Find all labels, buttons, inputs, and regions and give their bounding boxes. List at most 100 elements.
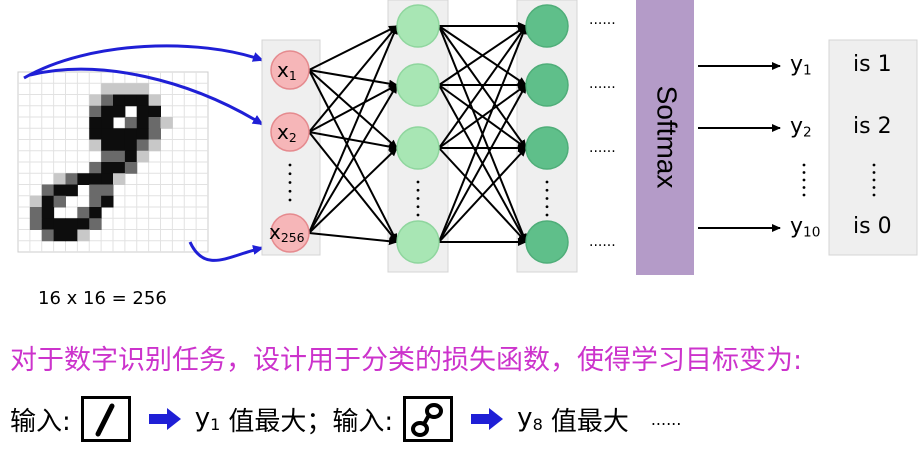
hidden2-node [525, 4, 569, 48]
ellipsis-dot [288, 163, 292, 167]
hidden2-node [525, 126, 569, 170]
connection-line [438, 84, 527, 243]
connection-line [308, 232, 398, 246]
digit-pixel [89, 128, 102, 140]
output-y2: y2 [790, 114, 812, 141]
ellipsis-dot [872, 163, 876, 167]
connection-line [438, 25, 527, 149]
digit-pixel [136, 117, 150, 129]
ellipsis-row-1: ...... [589, 12, 616, 28]
output-class-0: is 0 [853, 214, 892, 239]
digit-pixel [41, 229, 55, 242]
hidden1-node [396, 4, 440, 48]
ellipsis-dot [545, 213, 549, 217]
connection-line [308, 84, 398, 133]
right-arrow-icon [148, 408, 181, 430]
digit-pixel [101, 94, 114, 107]
connection-line [308, 84, 398, 234]
output-arrows [698, 62, 781, 232]
ellipsis-dot [802, 178, 806, 182]
connection-line [308, 69, 398, 243]
digit-pixel [101, 162, 114, 174]
digit-pixel [160, 117, 173, 129]
digit-pixel [29, 207, 43, 219]
digit-pixel [101, 195, 114, 208]
digit-pixel [124, 94, 138, 107]
ellipsis-dot [416, 213, 420, 217]
connection-line [438, 25, 527, 243]
connection-line [438, 84, 527, 149]
digit-pixel [89, 117, 102, 129]
example-max-text-2: 值最大 [550, 406, 629, 437]
digit-pixel [124, 139, 138, 152]
example-target-y1: y1 [194, 403, 221, 435]
digit-pixel [89, 173, 102, 185]
digit-8-image [17, 71, 209, 253]
ellipsis-row-3: ...... [589, 140, 616, 156]
input-node [270, 213, 310, 253]
ellipsis-row-4: ...... [589, 234, 616, 250]
ellipsis-dot [288, 181, 292, 184]
digit-pixel [113, 150, 126, 163]
ellipsis-dot [802, 171, 806, 174]
task-description: 对于数字识别任务，设计用于分类的损失函数，使得学习目标变为: [10, 345, 803, 376]
network-diagram: Softmax [17, 0, 918, 275]
digit-pixel [113, 173, 126, 185]
input-label-x256: x256 [269, 220, 305, 246]
digit-8-stroke [411, 403, 444, 437]
ellipsis-dot [545, 197, 549, 200]
digit-pixel [29, 218, 43, 230]
hidden1-node [396, 126, 440, 170]
ellipsis-dot [416, 197, 420, 200]
digit-pixel [65, 218, 78, 230]
digit-pixel [148, 128, 161, 140]
digit-pixel [124, 83, 138, 95]
digit-pixel [148, 117, 161, 129]
digit-pixel [89, 162, 102, 174]
digit-pixel [124, 117, 138, 129]
example-input-label-1: 输入: [10, 406, 71, 437]
output-class-2: is 2 [853, 114, 892, 139]
digit-pixel [136, 105, 150, 118]
digit-pixel [89, 139, 102, 152]
input-node [270, 50, 310, 90]
ellipsis-row-2: ...... [589, 76, 616, 92]
digit-pixel [148, 94, 161, 107]
digit-pixel [89, 184, 102, 197]
digit-pixel [89, 105, 102, 118]
digit-pixel [53, 229, 66, 242]
ellipsis-dot [545, 188, 549, 192]
network-nodes [270, 4, 569, 264]
digit-pixel [77, 229, 90, 242]
digit-pixel [124, 128, 138, 140]
output-class-1: is 1 [853, 52, 892, 77]
digit-pixel [77, 218, 90, 230]
digit-pixel [148, 105, 161, 118]
ellipsis-dot [802, 186, 806, 189]
example-trailing-ellipsis: ...... [650, 409, 682, 429]
digit-pixel [77, 207, 90, 219]
digit-pixel [136, 150, 150, 163]
input-label-x2: x2 [277, 120, 297, 146]
digit-pixel [53, 218, 66, 230]
digit-pixel [41, 184, 55, 197]
example-target-y8: y8 [517, 403, 543, 435]
hidden2-node [525, 220, 569, 264]
digit-pixel [89, 218, 102, 230]
digit-1-thumbnail [80, 396, 131, 442]
digit-pixel [101, 173, 114, 185]
digit-pixel [148, 139, 161, 152]
ellipsis-dot [288, 172, 292, 176]
connection-line [308, 147, 398, 234]
digit-pixel [89, 94, 102, 107]
input-node [270, 112, 310, 152]
ellipsis-dot [872, 178, 876, 182]
digit-pixel [113, 128, 126, 140]
digit-pixel [113, 83, 126, 95]
digit-pixel [65, 229, 78, 242]
ellipsis-dot [872, 171, 876, 174]
digit-pixel [77, 173, 90, 185]
example-row: 输入: y1 值最大；输入: y8 值最大 ...... [10, 394, 681, 444]
digit-pixel [101, 139, 114, 152]
digit-pixel [136, 128, 150, 140]
